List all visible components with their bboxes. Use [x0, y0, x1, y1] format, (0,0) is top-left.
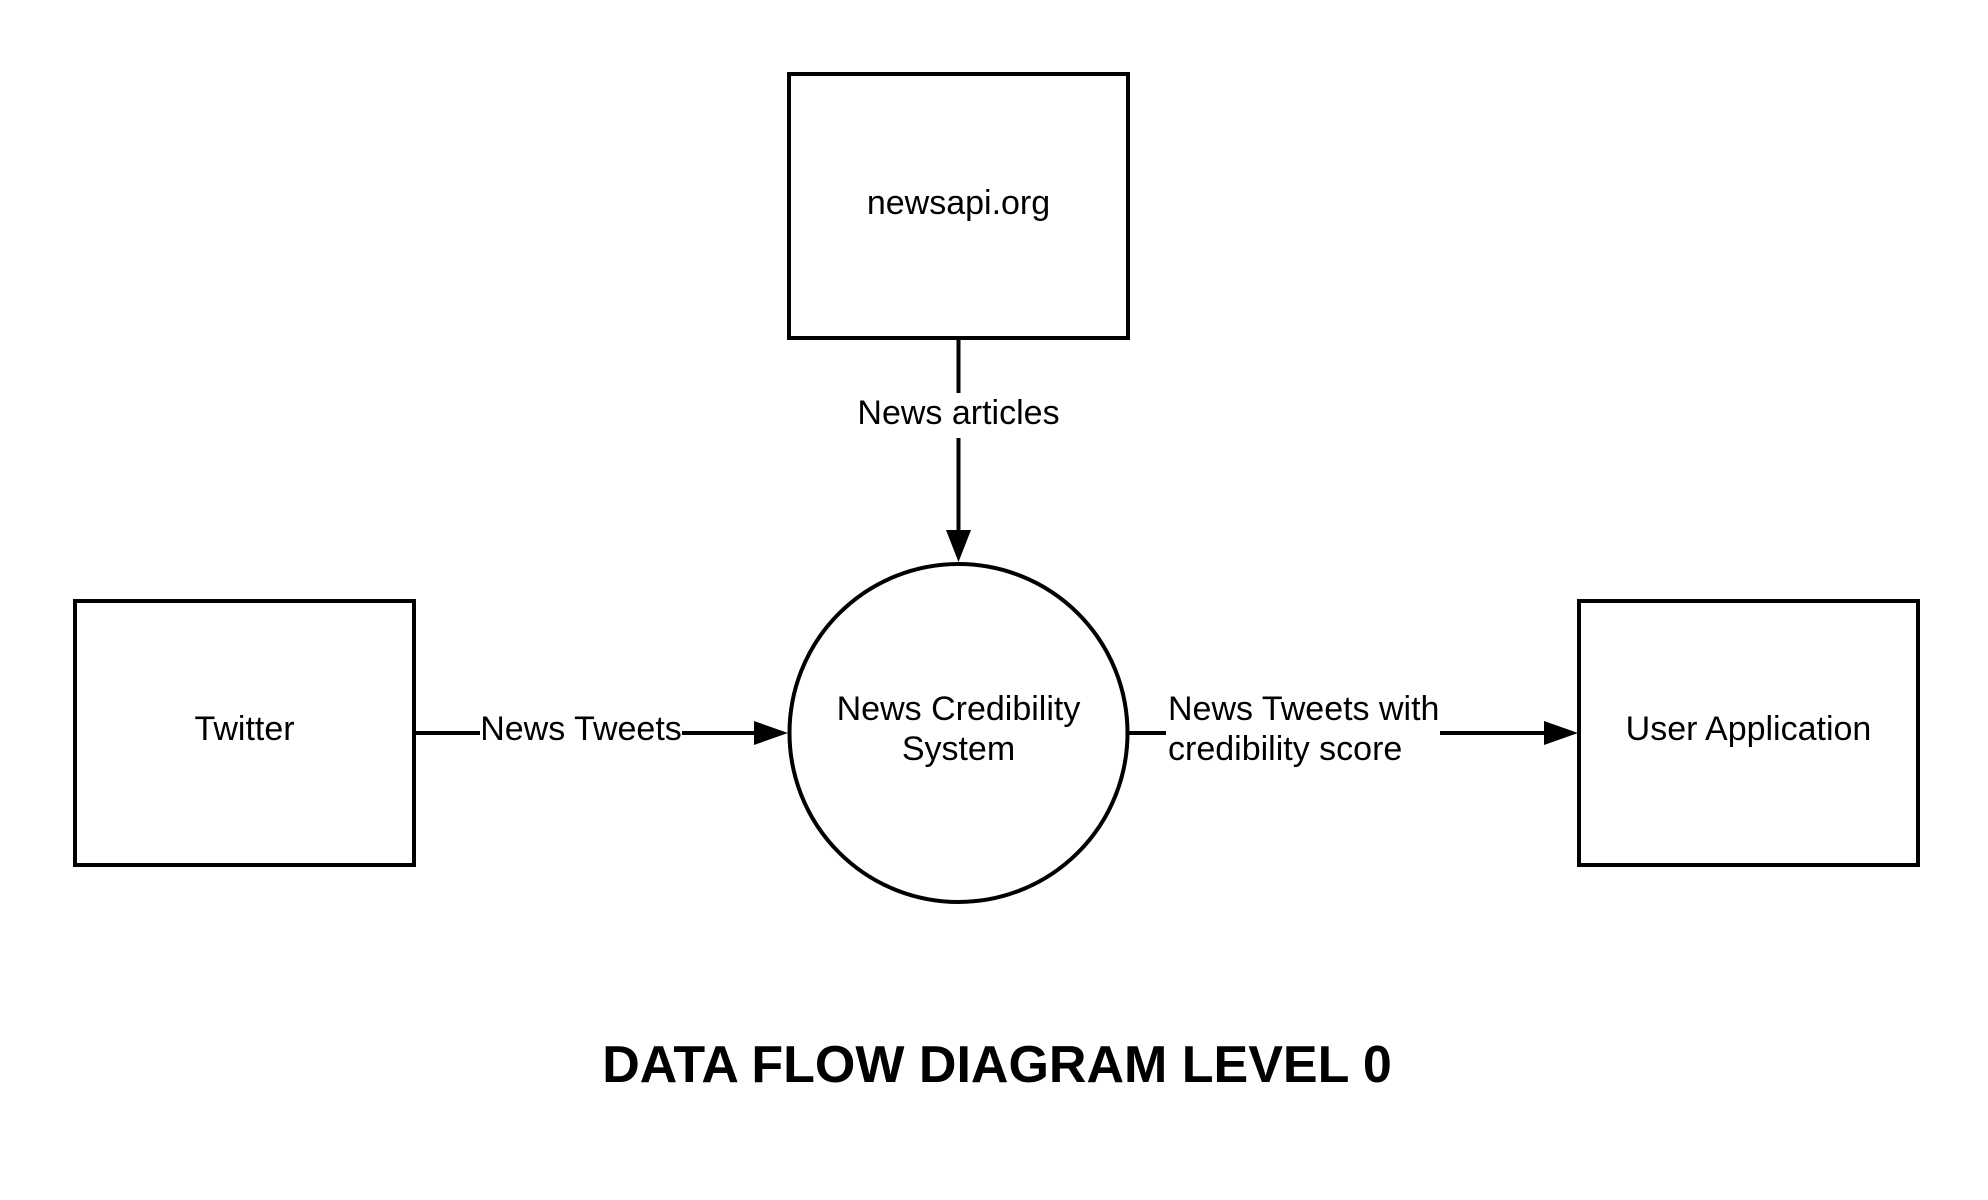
twitter-box [73, 599, 416, 867]
edge-tweets-label: News Tweets [480, 710, 682, 748]
twitter-label: Twitter [194, 710, 294, 748]
edge-scored-arrowhead [1544, 721, 1578, 745]
edge-tweets: News Tweets [414, 710, 788, 748]
system-circle [787, 562, 1130, 904]
node-newsapi: newsapi.org [787, 72, 1130, 340]
node-system: News Credibility System [787, 562, 1130, 904]
user-app-label: User Application [1626, 710, 1872, 748]
edge-scored-label-line-2: credibility score [1168, 730, 1402, 768]
node-user-app: User Application [1577, 599, 1920, 867]
edge-scored: News Tweets with credibility score [1128, 690, 1578, 768]
system-label-line-2: System [902, 730, 1015, 768]
newsapi-box [787, 72, 1130, 340]
diagram-title: DATA FLOW DIAGRAM LEVEL 0 [602, 1036, 1392, 1094]
edge-articles: News articles [857, 338, 1060, 562]
edge-articles-arrowhead [946, 530, 971, 562]
newsapi-label: newsapi.org [867, 184, 1050, 222]
system-label-line-1: News Credibility [837, 690, 1081, 728]
edge-scored-label-line-1: News Tweets with [1168, 690, 1439, 728]
node-twitter: Twitter [73, 599, 416, 867]
user-app-box [1577, 599, 1920, 867]
edge-articles-label: News articles [857, 394, 1059, 432]
edge-tweets-arrowhead [754, 721, 788, 745]
